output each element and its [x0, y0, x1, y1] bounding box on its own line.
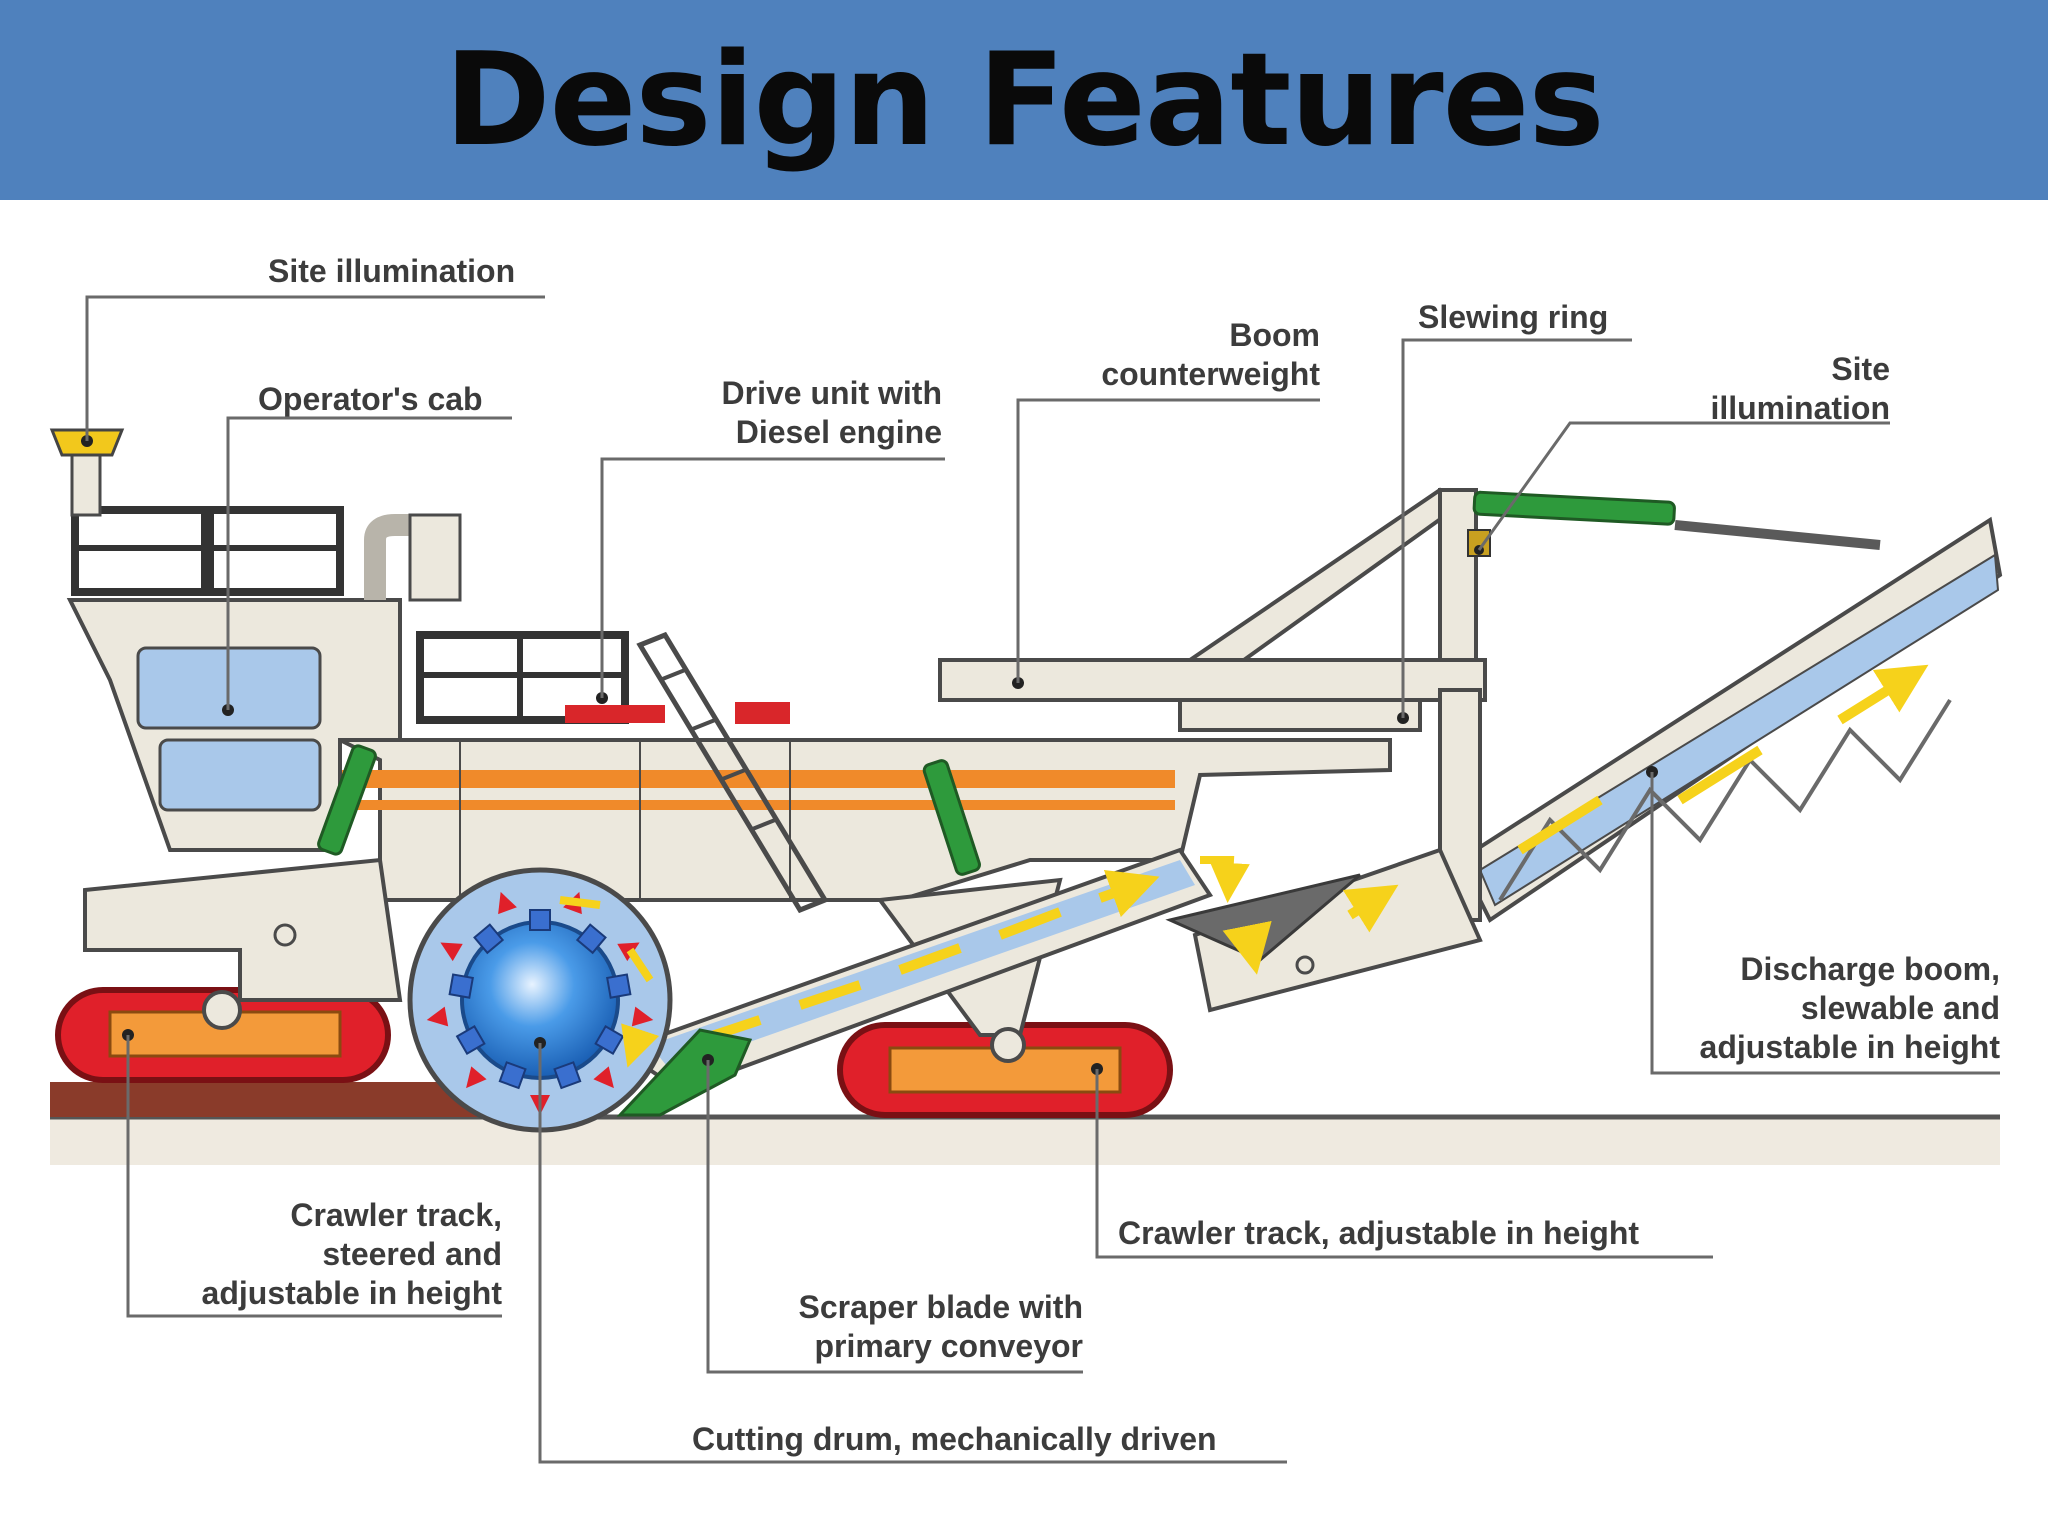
operators-cab: [49, 428, 462, 856]
title-bar: [0, 0, 2048, 200]
ground: [50, 1082, 2000, 1165]
leader-lines: [85, 295, 2000, 1464]
primary-conveyor: [615, 759, 1250, 1117]
label-crawler-track-right: Crawler track, adjustable in height: [1118, 1215, 1640, 1251]
drive-unit-engine: [416, 631, 829, 914]
discharge-boom: [1457, 516, 2003, 923]
left-crawler-track: [55, 987, 391, 1083]
cutting-drum: [407, 867, 673, 1133]
label-site-illumination-left: Site illumination: [268, 253, 516, 289]
label-cutting-drum: Cutting drum, mechanically driven: [692, 1421, 1217, 1457]
machine-diagram: [49, 295, 2003, 1464]
label-slewing-ring: Slewing ring: [1418, 299, 1609, 335]
boom-frame: [1185, 487, 1881, 692]
slide-title: Design Features: [444, 25, 1604, 175]
label-operators-cab: Operator's cab: [258, 381, 483, 417]
boom-counterweight: [938, 658, 1487, 922]
slewing-ring: [1165, 847, 1483, 1013]
